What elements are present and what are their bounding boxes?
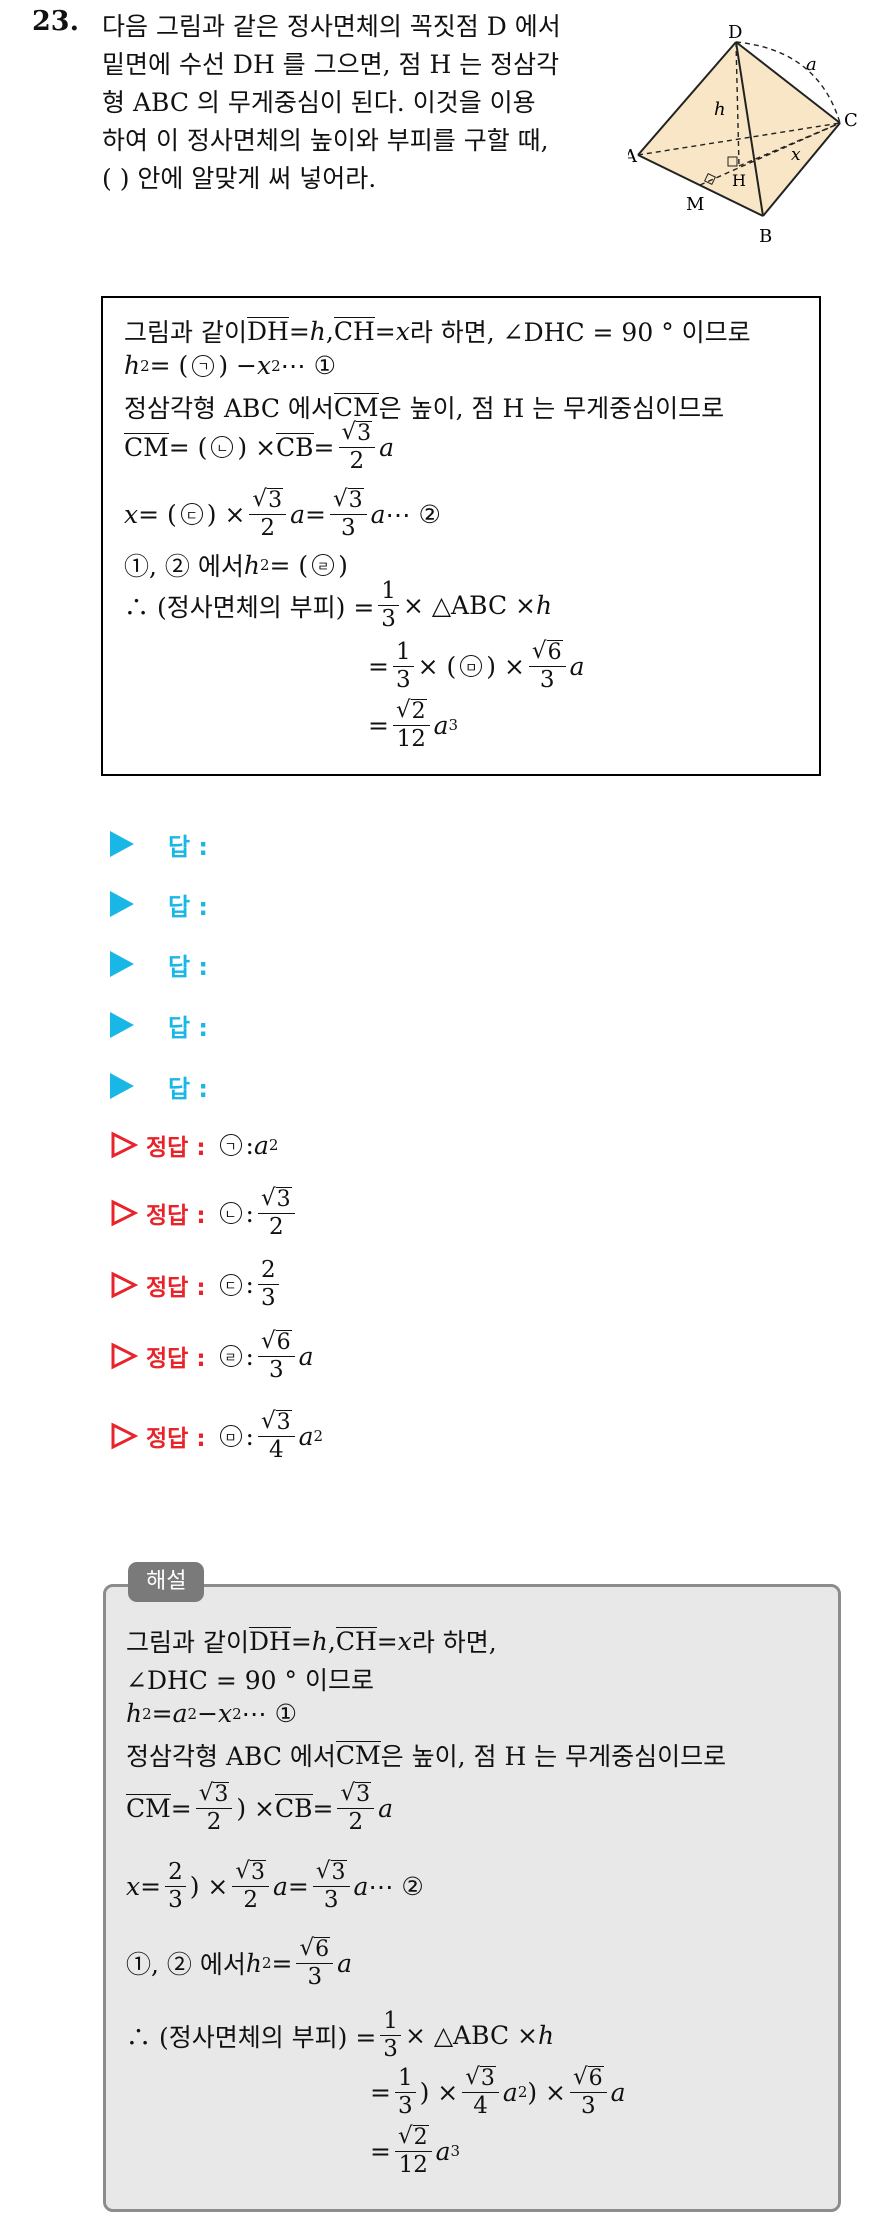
question-text: 다음 그림과 같은 정사면체의 꼭짓점 D 에서 밑면에 수선 DH 를 그으면… <box>102 8 602 198</box>
outline-triangle-icon <box>111 1131 138 1159</box>
play-icon <box>110 1012 134 1038</box>
play-icon <box>110 891 134 917</box>
solution-line-2: ∠DHC = 90 ° 이므로 <box>126 1666 374 1695</box>
solution-badge: 해설 <box>128 1562 205 1602</box>
label-x: x <box>791 145 801 165</box>
label-D: D <box>728 22 742 43</box>
solution-line-1: 그림과 같이 DH = h, CH = x 라 하면, <box>126 1626 497 1658</box>
outline-triangle-icon <box>111 1422 138 1450</box>
question-line: 밑면에 수선 DH 를 그으면, 점 H 는 정삼각 <box>102 50 560 79</box>
play-icon <box>110 831 134 857</box>
blank-circle-g1: ㄱ <box>192 354 215 377</box>
solution-line-4: 정삼각형 ABC 에서 CM 은 높이, 점 H 는 무게중심이므로 <box>126 1740 727 1771</box>
problem-box <box>101 296 821 776</box>
outline-triangle-icon <box>111 1342 138 1370</box>
blank-circle-g5: ㅁ <box>460 655 483 678</box>
question-line: 하여 이 정사면체의 높이와 부피를 구할 때, <box>102 126 549 155</box>
question-number: 23. <box>32 6 79 37</box>
label-C: C <box>844 110 858 131</box>
answer-row[interactable]: 답 : <box>110 944 208 984</box>
label-a: a <box>806 54 817 75</box>
problem-line-3: 정삼각형 ABC 에서 CM 은 높이, 점 H 는 무게중심이므로 <box>124 392 725 423</box>
question-line: ( ) 안에 알맞게 써 넣어라. <box>102 164 377 193</box>
tetrahedron-figure: D A B C M H h a x <box>628 22 858 247</box>
play-icon <box>110 951 134 977</box>
answer-row[interactable]: 답 : <box>110 824 208 864</box>
outline-triangle-icon <box>111 1271 138 1298</box>
label-M: M <box>686 194 704 215</box>
problem-line-1: 그림과 같이 DH = h, CH = x 라 하면, ∠DHC = 90 ° … <box>124 316 751 348</box>
label-h: h <box>714 99 726 120</box>
question-line: 형 ABC 의 무게중심이 된다. 이것을 이용 <box>102 88 536 117</box>
answer-row[interactable]: 답 : <box>110 1066 208 1106</box>
blank-circle-g2: ㄴ <box>211 436 234 459</box>
play-icon <box>110 1073 134 1099</box>
tetrahedron-face <box>638 42 840 216</box>
blank-circle-g3: ㄷ <box>180 503 203 526</box>
answer-row[interactable]: 답 : <box>110 1005 208 1045</box>
label-H: H <box>732 171 746 190</box>
label-B: B <box>759 226 772 247</box>
outline-triangle-icon <box>111 1199 138 1227</box>
label-A: A <box>628 146 638 167</box>
question-line: 다음 그림과 같은 정사면체의 꼭짓점 D 에서 <box>102 12 561 41</box>
blank-circle-g4: ㄹ <box>312 554 335 576</box>
answer-row[interactable]: 답 : <box>110 884 208 924</box>
solution-box <box>103 1584 841 2212</box>
